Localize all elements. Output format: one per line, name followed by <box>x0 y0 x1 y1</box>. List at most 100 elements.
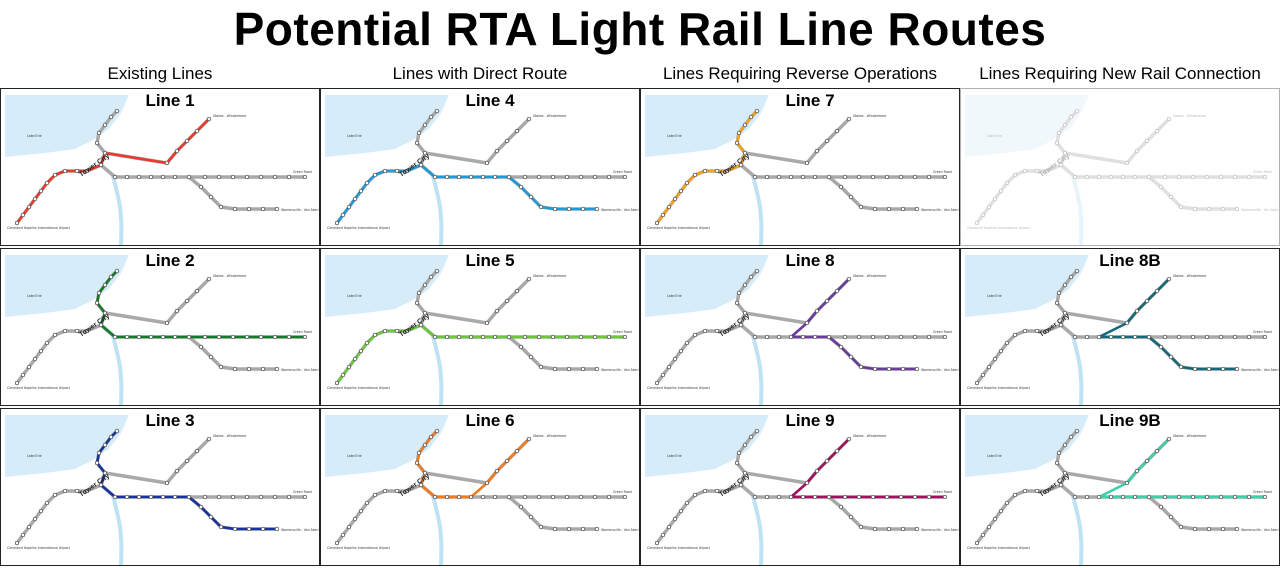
lake-shape <box>965 415 1089 477</box>
tower-city-label: Tower City <box>398 473 431 499</box>
station-dot <box>776 174 782 180</box>
station-dot <box>926 174 932 180</box>
station-dot <box>1166 276 1172 282</box>
station-dot <box>1158 504 1164 510</box>
station-dot <box>752 494 758 500</box>
station-dot <box>1204 494 1210 500</box>
station-dot <box>1162 334 1168 340</box>
station-dot <box>814 148 820 154</box>
station-dot <box>592 494 598 500</box>
tower-city-label: Tower City <box>398 153 431 179</box>
station-dot <box>660 212 666 218</box>
station-dot <box>1004 340 1010 346</box>
station-dot <box>606 174 612 180</box>
station-dot <box>1234 206 1240 212</box>
station-dot <box>1190 494 1196 500</box>
station-dot <box>1206 366 1212 372</box>
station-dot <box>1120 174 1126 180</box>
river-shape <box>431 174 444 245</box>
station-dot <box>244 334 250 340</box>
station-dot <box>1034 168 1040 174</box>
vanaken-label: Warrensville - Van Aken <box>1241 368 1279 372</box>
station-dot <box>788 174 794 180</box>
station-dot <box>1234 366 1240 372</box>
river-shape <box>1071 494 1084 565</box>
station-dot <box>114 108 120 114</box>
green-road-label: Green Road <box>613 330 632 334</box>
station-dot <box>578 174 584 180</box>
station-dot <box>926 494 932 500</box>
station-dot <box>160 174 166 180</box>
river-shape <box>111 174 124 245</box>
rail-track <box>424 277 531 325</box>
rail-track <box>1147 495 1237 531</box>
station-dot <box>1192 206 1198 212</box>
station-dot <box>346 524 352 530</box>
station-dot <box>550 174 556 180</box>
station-dot <box>900 526 906 532</box>
station-dot <box>1108 174 1114 180</box>
station-dot <box>274 526 280 532</box>
rail-track <box>104 437 211 485</box>
line-title: Line 3 <box>145 411 195 430</box>
station-dot <box>1124 160 1130 166</box>
station-dot <box>536 174 542 180</box>
station-dot <box>98 162 104 168</box>
station-dot <box>20 212 26 218</box>
station-dot <box>246 526 252 532</box>
station-dot <box>1108 334 1114 340</box>
station-dot <box>838 184 844 190</box>
station-dot <box>1144 298 1150 304</box>
station-dot <box>1056 450 1062 456</box>
station-dot <box>20 532 26 538</box>
station-dot <box>444 494 450 500</box>
station-dot <box>136 494 142 500</box>
station-dot <box>1154 288 1160 294</box>
station-dot <box>1154 448 1160 454</box>
station-dot <box>26 524 32 530</box>
stokes-label: Stokes - Windermere <box>853 274 886 278</box>
tower-city-label: Tower City <box>718 473 751 499</box>
station-dot <box>812 174 818 180</box>
station-dot <box>456 334 462 340</box>
station-dot <box>480 494 486 500</box>
station-dot <box>886 526 892 532</box>
station-dot <box>884 334 890 340</box>
station-dot <box>260 206 266 212</box>
station-dot <box>788 494 794 500</box>
station-dot <box>108 274 114 280</box>
station-dot <box>754 428 760 434</box>
station-dot <box>1232 494 1238 500</box>
station-dot <box>334 220 340 226</box>
station-dot <box>536 334 542 340</box>
station-dot <box>654 540 660 546</box>
rail-track <box>507 175 597 211</box>
station-dot <box>108 434 114 440</box>
station-dot <box>748 114 754 120</box>
station-dot <box>886 366 892 372</box>
station-dot <box>506 334 512 340</box>
rail-track <box>975 483 1265 545</box>
station-dot <box>1044 488 1050 494</box>
station-dot <box>592 174 598 180</box>
station-dot <box>870 494 876 500</box>
lake-label: Lake Erie <box>27 454 42 458</box>
station-dot <box>174 468 180 474</box>
station-dot <box>742 122 748 128</box>
station-dot <box>346 364 352 370</box>
station-dot <box>1120 334 1126 340</box>
station-dot <box>800 174 806 180</box>
station-dot <box>186 494 192 500</box>
rail-track <box>335 483 625 545</box>
station-dot <box>804 320 810 326</box>
station-dot <box>1220 526 1226 532</box>
